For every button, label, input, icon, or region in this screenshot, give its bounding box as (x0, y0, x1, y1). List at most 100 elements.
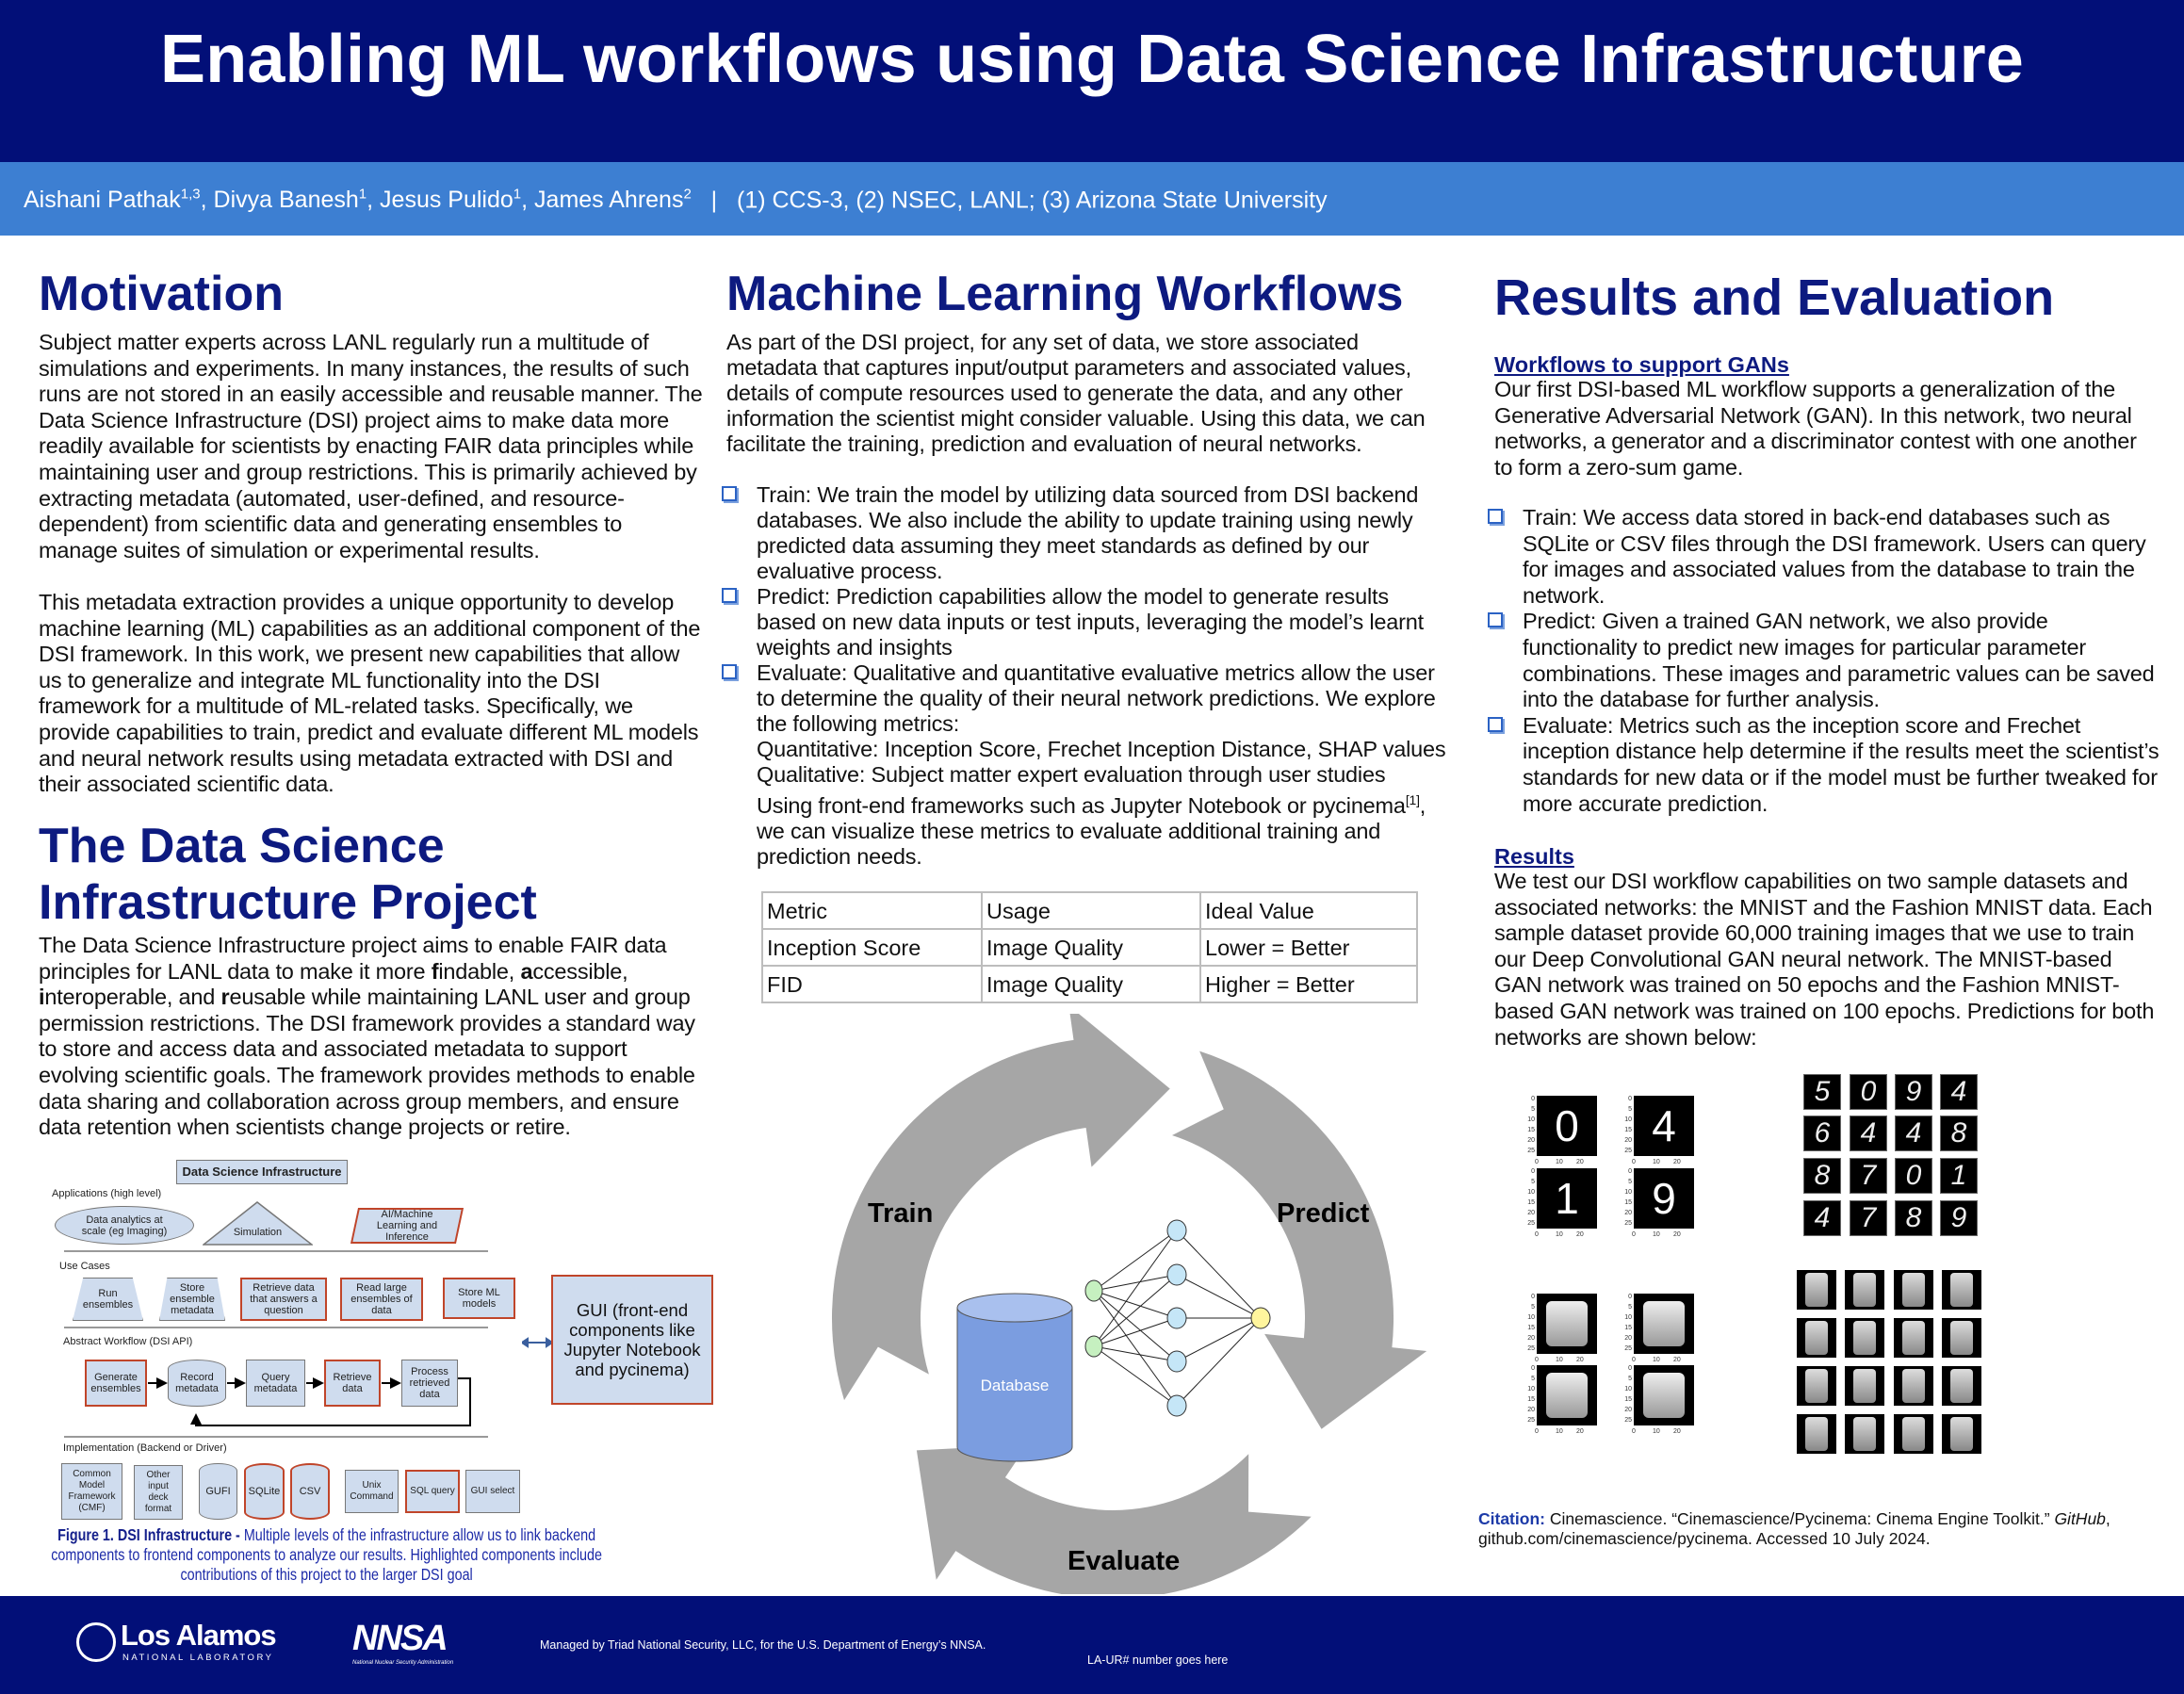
divider (64, 1327, 488, 1328)
y-tick-label: 10 (1624, 1116, 1632, 1123)
citation-ref: [1] (1405, 792, 1420, 807)
use-case-run-ensembles: Run ensembles (73, 1278, 143, 1321)
workflow-generate-ensembles: Generate ensembles (85, 1360, 147, 1407)
use-case-store-ml-models: Store ML models (443, 1278, 515, 1319)
workflow-process-data: Process retrieved data (401, 1360, 458, 1407)
ml-heading: Machine Learning Workflows (726, 267, 1404, 321)
y-tick-label: 25 (1624, 1148, 1632, 1154)
y-tick-label: 20 (1527, 1407, 1535, 1413)
x-tick-label: 20 (1576, 1231, 1584, 1238)
impl-unix-command: Unix Command (345, 1470, 399, 1513)
y-tick-label: 20 (1527, 1335, 1535, 1342)
generated-digit: 0 (1850, 1074, 1887, 1110)
y-tick-label: 10 (1624, 1189, 1632, 1196)
y-tick-label: 0 (1531, 1365, 1535, 1372)
nn-edge (1093, 1290, 1178, 1362)
y-tick-label: 20 (1624, 1210, 1632, 1216)
y-tick-label: 15 (1624, 1199, 1632, 1206)
mnist-sample-plot: 0 (1537, 1096, 1597, 1156)
nn-output-node (1250, 1307, 1271, 1329)
fashion-sample-plot (1634, 1294, 1694, 1354)
cycle-label-evaluate: Evaluate (1068, 1546, 1180, 1576)
y-tick-label: 5 (1531, 1376, 1535, 1382)
x-tick-label: 20 (1673, 1357, 1681, 1363)
use-cases-label: Use Cases (59, 1261, 110, 1272)
dsi-text: The Data Science Infrastructure project … (39, 933, 695, 1140)
figure-title: Data Science Infrastructure (176, 1160, 348, 1184)
header-banner: Enabling ML workflows using Data Science… (0, 0, 2184, 162)
impl-gufi: GUFI (199, 1463, 237, 1520)
predict-arrow (1172, 1051, 1427, 1429)
generated-fashion-image (1942, 1270, 1981, 1310)
mnist-sample-plot: 4 (1634, 1096, 1694, 1156)
use-case-read-ensembles: Read large ensembles of data (340, 1278, 423, 1321)
nn-hidden-node (1166, 1307, 1187, 1329)
lanl-logo-subtext: NATIONAL LABORATORY (122, 1653, 274, 1663)
poster-title: Enabling ML workflows using Data Science… (159, 22, 2025, 97)
generated-digit: 4 (1803, 1200, 1841, 1236)
y-tick-label: 0 (1628, 1096, 1632, 1102)
author: Jesus Pulido1, (380, 187, 535, 214)
figure-caption: Figure 1. DSI Infrastructure - Multiple … (51, 1525, 602, 1584)
nn-edge (1176, 1274, 1262, 1319)
nn-edge (1093, 1230, 1178, 1347)
workflow-retrieve-data: Retrieve data (324, 1360, 381, 1407)
impl-gui-select: GUI select (465, 1470, 520, 1513)
y-tick-label: 0 (1531, 1168, 1535, 1175)
workflow-arrows (148, 1377, 471, 1426)
y-tick-label: 25 (1527, 1220, 1535, 1227)
x-tick-label: 0 (1535, 1428, 1539, 1435)
y-tick-label: 25 (1527, 1417, 1535, 1424)
x-tick-label: 10 (1556, 1357, 1563, 1363)
generated-fashion-image (1797, 1318, 1836, 1358)
generated-fashion-image (1845, 1366, 1884, 1406)
nnsa-logo: NNSA (352, 1619, 448, 1658)
workflow-query-metadata: Query metadata (246, 1360, 305, 1407)
la-ur-number: LA-UR# number goes here (1087, 1653, 1229, 1667)
x-tick-label: 10 (1653, 1428, 1660, 1435)
generated-digit: 8 (1895, 1200, 1932, 1236)
y-tick-label: 0 (1628, 1168, 1632, 1175)
y-tick-label: 20 (1624, 1335, 1632, 1342)
checkbox-bullet-icon (1488, 509, 1503, 524)
generated-fashion-image (1797, 1366, 1836, 1406)
app-ai-ml: AI/Machine Learning and Inference (350, 1208, 465, 1244)
generated-digit: 4 (1895, 1116, 1932, 1151)
database-label: Database (981, 1376, 1050, 1394)
x-tick-label: 20 (1576, 1428, 1584, 1435)
motivation-text: Subject matter experts across LANL regul… (39, 330, 703, 798)
generated-fashion-image (1894, 1318, 1933, 1358)
generated-digit: 0 (1895, 1158, 1932, 1194)
dsi-heading: The Data Science Infrastructure Project (39, 819, 537, 930)
y-tick-label: 5 (1628, 1304, 1632, 1311)
generated-digit: 8 (1803, 1158, 1841, 1194)
bullet-predict: Predict: Prediction capabilities allow t… (722, 584, 1454, 660)
divider (64, 1250, 488, 1252)
y-tick-label: 5 (1628, 1376, 1632, 1382)
generated-fashion-image (1894, 1414, 1933, 1454)
y-tick-label: 0 (1628, 1365, 1632, 1372)
generated-digit: 4 (1850, 1116, 1887, 1151)
generated-digit: 9 (1940, 1200, 1978, 1236)
ml-bullet-list: Train: We train the model by utilizing d… (722, 482, 1454, 870)
evaluate-arrow (916, 1444, 1312, 1594)
y-tick-label: 5 (1531, 1304, 1535, 1311)
x-tick-label: 10 (1653, 1231, 1660, 1238)
motivation-heading: Motivation (39, 267, 284, 321)
nn-hidden-node (1166, 1394, 1187, 1417)
author: James Ahrens2 (534, 187, 692, 214)
nn-edge (1093, 1274, 1178, 1347)
results-text: We test our DSI workflow capabilities on… (1494, 869, 2155, 1050)
database-cylinder-icon (956, 1293, 1073, 1462)
y-tick-label: 15 (1527, 1199, 1535, 1206)
nn-edge (1093, 1274, 1178, 1292)
workflow-record-metadata: Record metadata (168, 1360, 226, 1407)
results-subheading: Results (1494, 844, 1574, 869)
y-tick-label: 10 (1624, 1386, 1632, 1393)
fashion-sample-plot (1537, 1365, 1597, 1425)
y-tick-label: 25 (1527, 1345, 1535, 1352)
footer: Los Alamos NATIONAL LABORATORY NNSA Nati… (0, 1596, 2184, 1694)
generated-fashion-image (1894, 1366, 1933, 1406)
